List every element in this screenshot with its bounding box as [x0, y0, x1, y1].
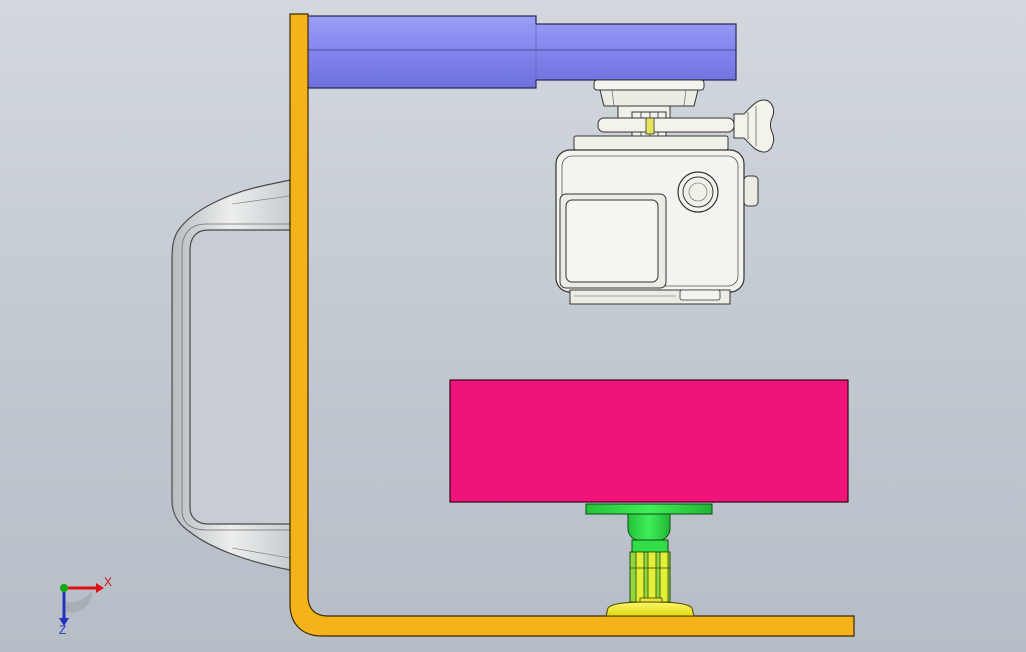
handle-grip[interactable] — [171, 179, 291, 571]
x-axis-label: X — [104, 575, 112, 589]
axis-triad: X Z — [59, 575, 112, 637]
phone-clamp-mount[interactable] — [585, 503, 713, 555]
mount-base-disk[interactable] — [605, 601, 695, 617]
action-camera-housing[interactable] — [555, 79, 775, 305]
phone-block[interactable] — [449, 379, 849, 503]
top-arm[interactable] — [305, 15, 737, 89]
z-axis-label: Z — [59, 623, 66, 637]
bracket-frame[interactable] — [289, 13, 855, 637]
mount-knuckle[interactable] — [629, 551, 671, 607]
